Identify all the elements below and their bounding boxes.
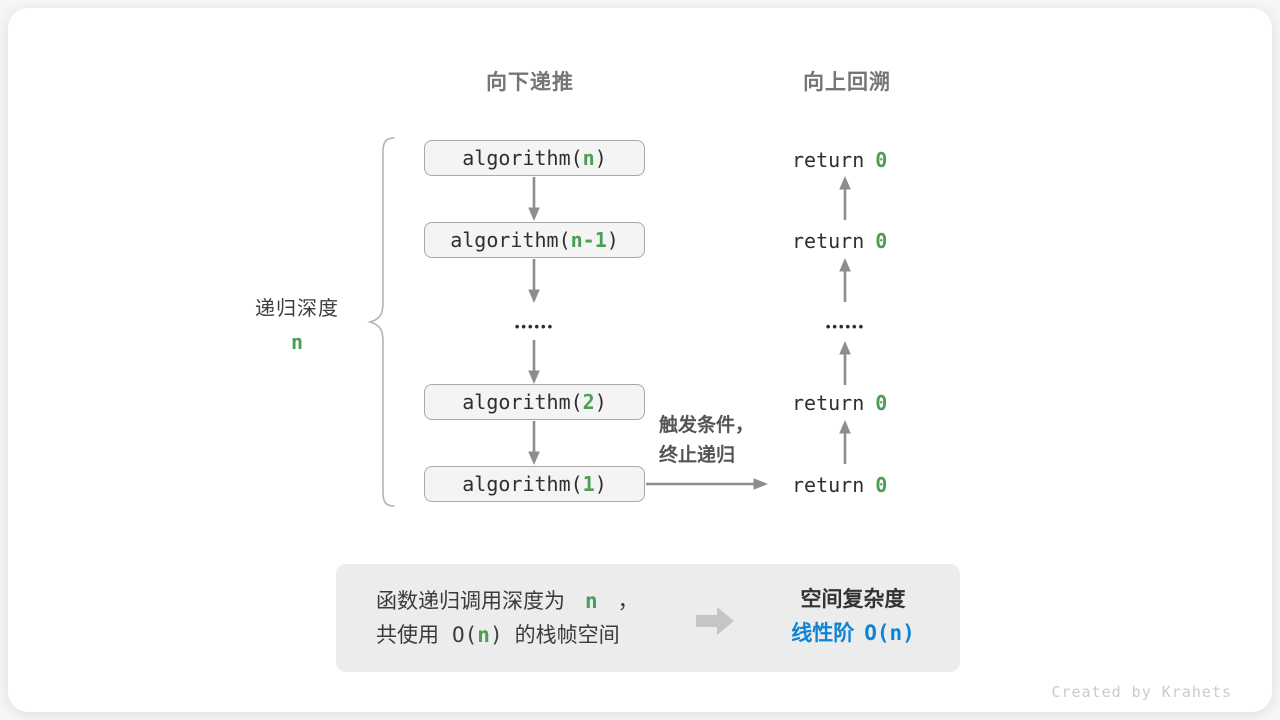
call-frame-box: algorithm(1) xyxy=(424,466,645,502)
header-backtrack: 向上回溯 xyxy=(803,71,891,94)
fn-close: ) xyxy=(594,146,607,170)
fn-name: algorithm( xyxy=(462,472,583,496)
header-descend: 向下递推 xyxy=(486,71,574,94)
trigger-line-2: 终止递归 xyxy=(659,445,736,466)
ellipsis-dots: •••••• xyxy=(825,319,866,334)
summary-l2-text: 共使用 xyxy=(376,624,439,647)
return-statement: return 0 xyxy=(792,148,922,172)
depth-value: n xyxy=(290,330,304,354)
credit-text: Created by Krahets xyxy=(1051,683,1232,701)
up-arrow-icon xyxy=(839,341,851,385)
return-statement: return 0 xyxy=(792,229,922,253)
return-value: 0 xyxy=(875,473,888,497)
down-arrow-icon xyxy=(528,421,540,465)
return-value: 0 xyxy=(875,148,888,172)
summary-l1-text: 函数递归调用深度为 xyxy=(376,590,565,613)
trigger-line-1: 触发条件， xyxy=(659,415,755,436)
curly-brace-icon xyxy=(366,137,395,507)
summary-l1-comma: ， xyxy=(617,590,639,613)
fn-close: ) xyxy=(606,228,619,252)
fn-name: algorithm( xyxy=(450,228,571,252)
call-frame-box: algorithm(n-1) xyxy=(424,222,645,258)
complexity-title: 空间复杂度 xyxy=(800,588,906,611)
fn-name: algorithm( xyxy=(462,390,583,414)
up-arrow-icon xyxy=(839,176,851,220)
depth-label-text: 递归深度 xyxy=(255,298,339,320)
call-frame-box: algorithm(2) xyxy=(424,384,645,420)
return-keyword: return xyxy=(792,473,865,497)
summary-l2-n: n xyxy=(477,623,490,647)
recursion-depth-label: 递归深度 n xyxy=(217,292,377,354)
call-frame-box: algorithm(n) xyxy=(424,140,645,176)
fn-arg: n-1 xyxy=(570,228,607,252)
trigger-condition-label: 触发条件， 终止递归 xyxy=(659,411,754,471)
down-arrow-icon xyxy=(528,259,540,303)
fn-close: ) xyxy=(594,472,607,496)
return-statement: return 0 xyxy=(792,473,922,497)
return-keyword: return xyxy=(792,148,865,172)
summary-line-2: 共使用 O(n) 的栈帧空间 xyxy=(376,618,639,652)
down-arrow-icon xyxy=(528,340,540,384)
complexity-bigO: O(n) xyxy=(864,621,915,645)
return-keyword: return xyxy=(792,229,865,253)
fn-arg: 1 xyxy=(582,472,595,496)
return-value: 0 xyxy=(875,229,888,253)
return-statement: return 0 xyxy=(792,391,922,415)
summary-l1-n: n xyxy=(585,589,598,613)
fn-close: ) xyxy=(594,390,607,414)
down-arrow-icon xyxy=(528,177,540,221)
complexity-order-label: 线性阶 xyxy=(791,622,855,645)
summary-line-1: 函数递归调用深度为 n ， xyxy=(376,584,639,618)
summary-l2-bigO-close: ) xyxy=(489,623,503,647)
summary-l2-bigO-open: O( xyxy=(452,623,478,647)
return-keyword: return xyxy=(792,391,865,415)
up-arrow-icon xyxy=(839,420,851,464)
return-value: 0 xyxy=(875,391,888,415)
block-arrow-icon xyxy=(696,607,734,635)
complexity-result: 空间复杂度 线性阶 O(n) xyxy=(746,584,960,651)
complexity-value: 线性阶 O(n) xyxy=(746,616,960,651)
fn-name: algorithm( xyxy=(462,146,583,170)
summary-l2-tail: 的栈帧空间 xyxy=(514,624,620,647)
up-arrow-icon xyxy=(839,258,851,302)
fn-arg: n xyxy=(582,146,595,170)
fn-arg: 2 xyxy=(582,390,595,414)
diagram-card: 向下递推 向上回溯 递归深度 n algorithm(n) algorithm(… xyxy=(8,8,1272,712)
ellipsis-dots: •••••• xyxy=(514,319,555,334)
right-arrow-icon xyxy=(646,478,768,490)
